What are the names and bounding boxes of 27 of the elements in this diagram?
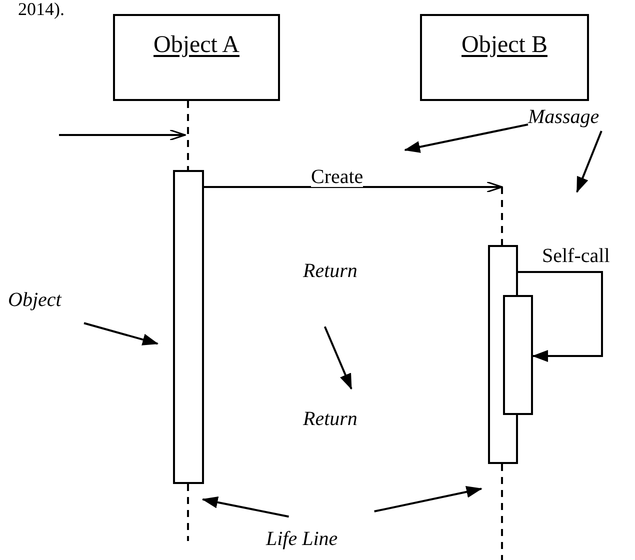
arrow [204,181,503,193]
annotation-text: Self-call [542,244,610,268]
lifeline [499,464,505,560]
annotation-text: Return [303,407,358,431]
object-name: Object B [462,32,548,59]
activation-bar [173,170,204,484]
annotation-text: Massage [528,105,600,129]
activation-bar [503,295,533,415]
edge-label: Create [311,167,364,187]
arrow [202,496,289,518]
arrow [59,129,186,141]
arrow [84,322,159,346]
lifeline [185,484,191,541]
annotation-text: Life Line [266,527,338,551]
lifeline [185,101,191,170]
object-name: Object A [154,32,240,59]
arrow [404,124,528,153]
arrow [518,271,603,362]
arrow [324,326,352,390]
arrow [374,486,482,512]
object-box [420,14,589,101]
text-fragment: 2014). [18,0,64,20]
lifeline [499,187,505,245]
annotation-text: Object [8,288,62,312]
object-box [113,14,280,101]
arrow [576,130,602,193]
annotation-text: Return [303,259,358,283]
